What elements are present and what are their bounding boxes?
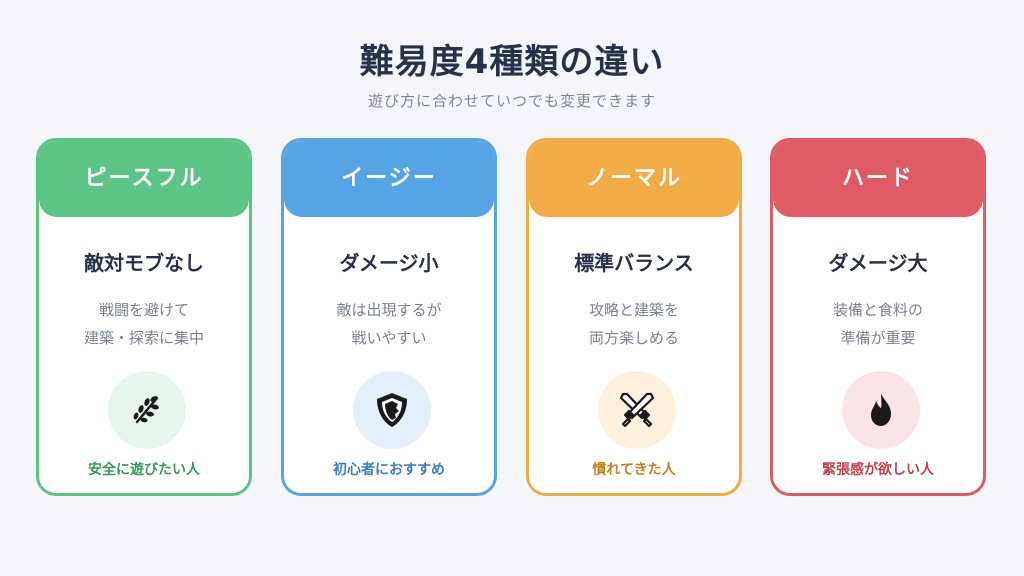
card-target-audience: 慣れてきた人 [592, 462, 676, 478]
card-description: 攻略と建築を 両方楽しめる [529, 296, 739, 352]
card-heading: ダメージ小 [339, 251, 439, 275]
card-description-line: 装備と食料の [832, 301, 923, 319]
difficulty-card-easy: イージー ダメージ小 敵は出現するが 戦いやすい 初心者におすすめ [281, 138, 497, 496]
shield-icon [353, 371, 431, 449]
card-header: イージー [284, 141, 494, 217]
leaf-icon [108, 371, 186, 449]
page-subtitle: 遊び方に合わせていつでも変更できます [367, 92, 656, 110]
card-description-line: 建築・探索に集中 [83, 329, 204, 347]
card-description-line: 戦闘を避けて [98, 301, 189, 319]
card-heading: 敵対モブなし [84, 251, 204, 275]
card-description-line: 戦いやすい [351, 329, 427, 347]
card-target-audience: 安全に遊びたい人 [88, 462, 200, 478]
card-description-line: 両方楽しめる [588, 329, 679, 347]
page-title: 難易度4種類の違い [359, 42, 665, 82]
card-header: ハード [773, 141, 983, 217]
card-header: ピースフル [39, 141, 249, 217]
card-description-line: 準備が重要 [840, 329, 916, 347]
card-target-audience: 緊張感が欲しい人 [822, 462, 934, 478]
card-description: 戦闘を避けて 建築・探索に集中 [39, 296, 249, 352]
card-description: 敵は出現するが 戦いやすい [284, 296, 494, 352]
difficulty-card-normal: ノーマル 標準バランス 攻略と建築を 両方楽しめる 慣れてきた人 [526, 138, 742, 496]
crossed-swords-icon [598, 371, 676, 449]
card-description-line: 攻略と建築を [588, 301, 679, 319]
difficulty-cards: ピースフル 敵対モブなし 戦闘を避けて 建築・探索に集中 安全に遊びたい人 イー… [36, 138, 988, 500]
card-heading: ダメージ大 [828, 251, 928, 275]
card-description-line: 敵は出現するが [336, 301, 442, 319]
card-header: ノーマル [529, 141, 739, 217]
card-target-audience: 初心者におすすめ [333, 462, 445, 478]
card-description: 装備と食料の 準備が重要 [773, 296, 983, 352]
flame-icon [842, 371, 920, 449]
difficulty-card-hard: ハード ダメージ大 装備と食料の 準備が重要 緊張感が欲しい人 [770, 138, 986, 496]
difficulty-card-peaceful: ピースフル 敵対モブなし 戦闘を避けて 建築・探索に集中 安全に遊びたい人 [36, 138, 252, 496]
card-heading: 標準バランス [574, 251, 694, 275]
